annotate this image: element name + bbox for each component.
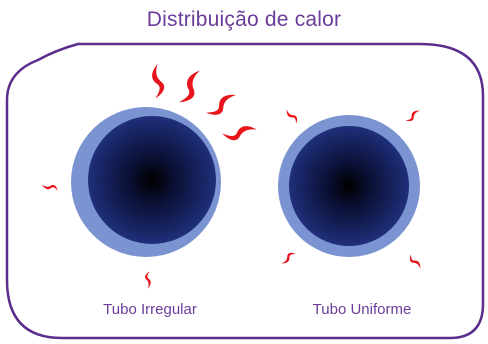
heat-flame-icon <box>407 254 423 270</box>
heat-flame-icon <box>405 108 421 124</box>
tube-irregular <box>71 107 221 257</box>
diagram-title: Distribuição de calor <box>146 8 342 31</box>
heat-flame-icon <box>150 63 166 99</box>
tube-uniform-label: Tubo Uniforme <box>312 301 412 318</box>
heat-flame-icon <box>222 122 258 144</box>
heat-flame-icon <box>41 182 59 192</box>
heat-flame-icon <box>178 67 204 107</box>
frame-border <box>5 42 485 340</box>
heat-flame-icon <box>144 271 152 289</box>
heat-flame-icon <box>284 108 300 124</box>
heat-flame-icon <box>205 89 239 121</box>
tube-irregular-label: Tubo Irregular <box>103 301 197 318</box>
tube-uniform <box>278 115 420 257</box>
heat-flame-icon <box>280 250 296 266</box>
